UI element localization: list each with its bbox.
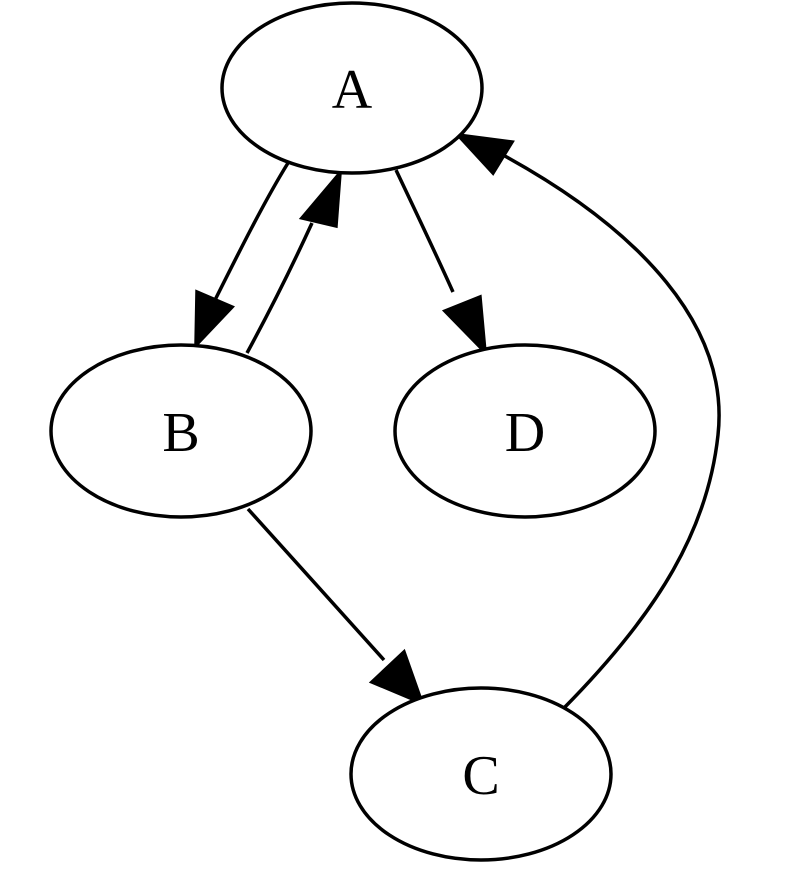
node-b-ellipse <box>49 343 313 519</box>
node-c-ellipse <box>349 686 613 862</box>
edge-b-to-c-arrowhead <box>368 648 425 707</box>
node-c-label: C <box>462 745 499 807</box>
node-a-ellipse <box>220 1 484 175</box>
node-c: C <box>349 686 613 862</box>
edge-b-to-a <box>245 167 343 354</box>
node-a-label: A <box>332 59 373 121</box>
edge-b-to-c <box>246 507 425 707</box>
edge-a-to-d-arrowhead <box>441 294 488 357</box>
node-a: A <box>220 1 484 175</box>
node-d-ellipse <box>393 343 657 519</box>
node-b: B <box>49 343 313 519</box>
edge-a-to-b <box>194 162 290 350</box>
node-b-label: B <box>162 402 199 464</box>
edge-b-to-c-line <box>246 507 386 662</box>
edge-b-to-a-line <box>245 222 314 354</box>
edge-c-to-a-arrowhead <box>453 132 515 176</box>
edge-c-to-a <box>453 132 721 711</box>
edge-a-to-b-arrowhead <box>194 289 235 350</box>
edge-a-to-d <box>394 169 488 357</box>
edge-a-to-d-line <box>394 169 455 293</box>
edge-a-to-b-line <box>213 162 290 301</box>
edge-c-to-a-line <box>502 153 721 711</box>
node-d-label: D <box>505 402 545 464</box>
node-d: D <box>393 343 657 519</box>
edge-b-to-a-arrowhead <box>298 167 343 229</box>
